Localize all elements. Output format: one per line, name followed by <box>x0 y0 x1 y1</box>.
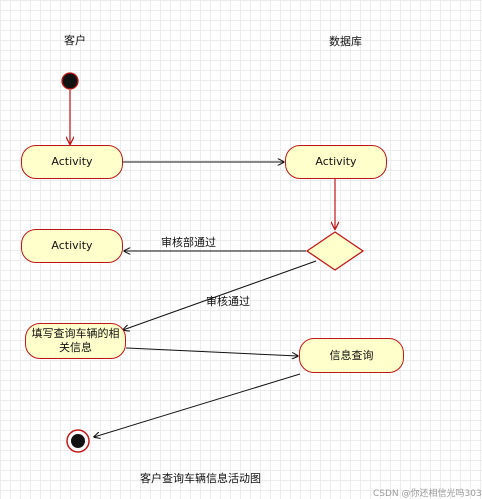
decision-diamond-icon <box>305 231 365 271</box>
watermark-text: CSDN @你还相信光吗303 <box>373 489 482 499</box>
initial-node-icon <box>61 72 79 90</box>
edge-label-review-failed: 审核部通过 <box>161 236 216 249</box>
activity-node-customer-1[interactable]: Activity <box>21 145 123 179</box>
lane-title-customer: 客户 <box>64 34 86 47</box>
flow-query-to-final <box>94 373 301 437</box>
flow-fill-to-query <box>125 347 298 356</box>
lane-title-database: 数据库 <box>329 35 362 48</box>
activity-node-database[interactable]: Activity <box>285 145 387 179</box>
activity-node-fill-query[interactable]: 填写查询车辆的相关信息 <box>25 323 126 359</box>
activity-node-info-query[interactable]: 信息查询 <box>299 338 404 373</box>
edge-label-review-passed: 审核通过 <box>206 295 250 308</box>
flow-review-passed <box>123 260 317 330</box>
final-node-inner-icon <box>71 434 85 448</box>
diagram-caption: 客户查询车辆信息活动图 <box>140 472 261 485</box>
activity-node-customer-2[interactable]: Activity <box>21 229 123 263</box>
